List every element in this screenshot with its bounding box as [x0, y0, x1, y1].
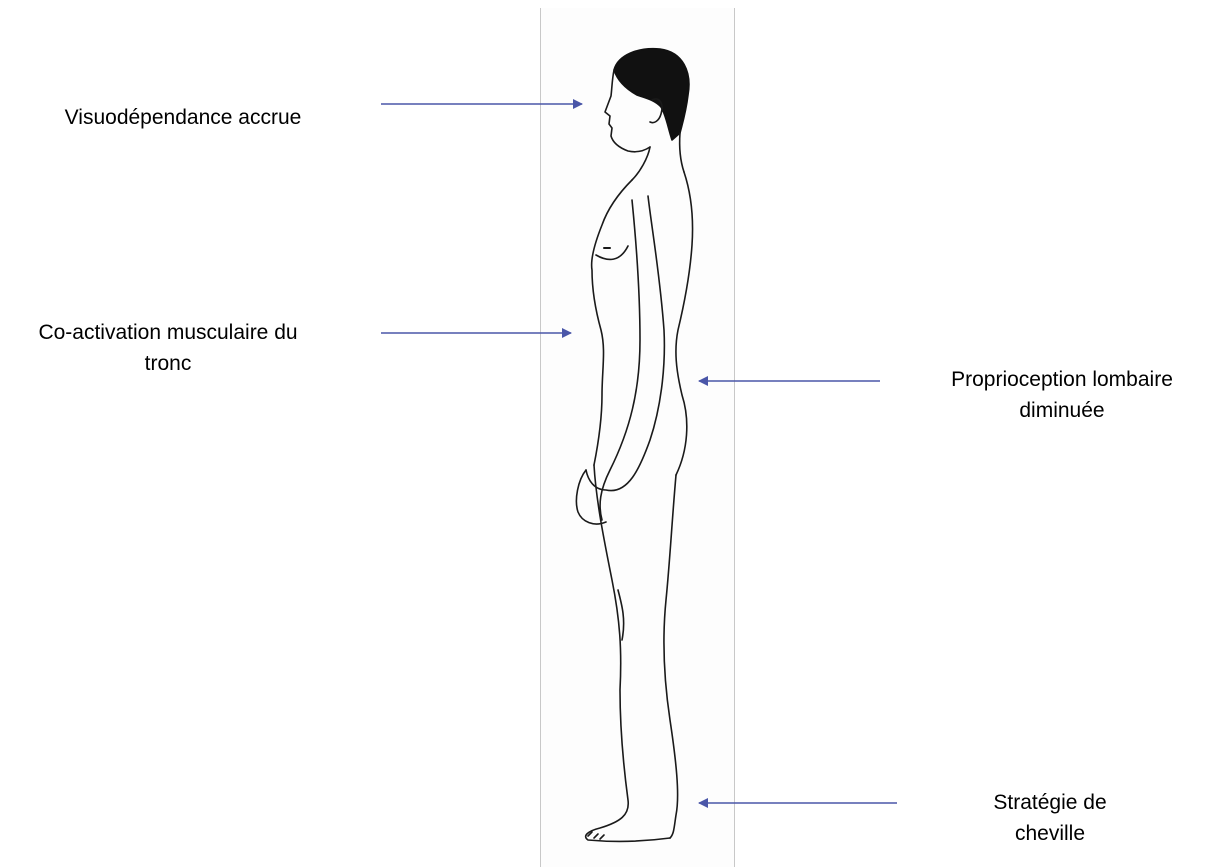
arrows	[381, 104, 897, 803]
hair	[614, 49, 689, 140]
torso-front	[592, 180, 632, 465]
torso-back	[676, 172, 693, 475]
leg-front	[586, 465, 670, 841]
human-figure	[576, 49, 692, 842]
leg-back	[664, 475, 678, 838]
